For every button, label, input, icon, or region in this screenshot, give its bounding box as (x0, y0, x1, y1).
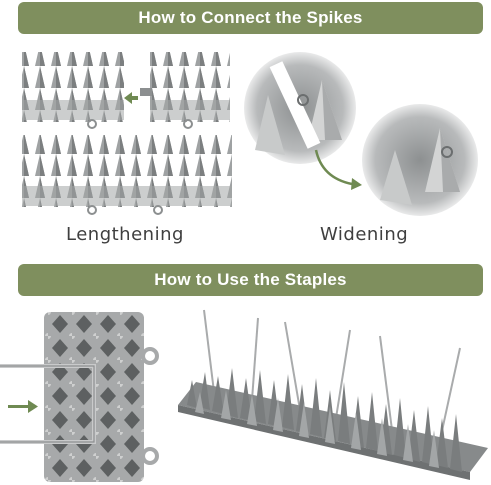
arrow-right-icon (8, 400, 38, 413)
connect-spikes-banner: How to Connect the Spikes (18, 2, 483, 34)
connect-spikes-title: How to Connect the Spikes (138, 8, 363, 27)
widening-caption: Widening (320, 224, 409, 245)
spike-strip-with-staples (178, 309, 488, 480)
lattice-base-panel (0, 312, 159, 482)
joined-long-strip (22, 135, 232, 215)
arrow-down-right-icon (314, 149, 362, 190)
use-staples-banner: How to Use the Staples (18, 264, 483, 296)
use-staples-title: How to Use the Staples (154, 270, 347, 289)
arrow-right-icon (124, 92, 138, 104)
widening-closeup-bottom (362, 104, 478, 216)
widening-closeup-top (244, 52, 356, 164)
lengthening-caption: Lengthening (66, 224, 184, 245)
short-strip-left (22, 52, 124, 129)
short-strip-right (140, 52, 230, 129)
